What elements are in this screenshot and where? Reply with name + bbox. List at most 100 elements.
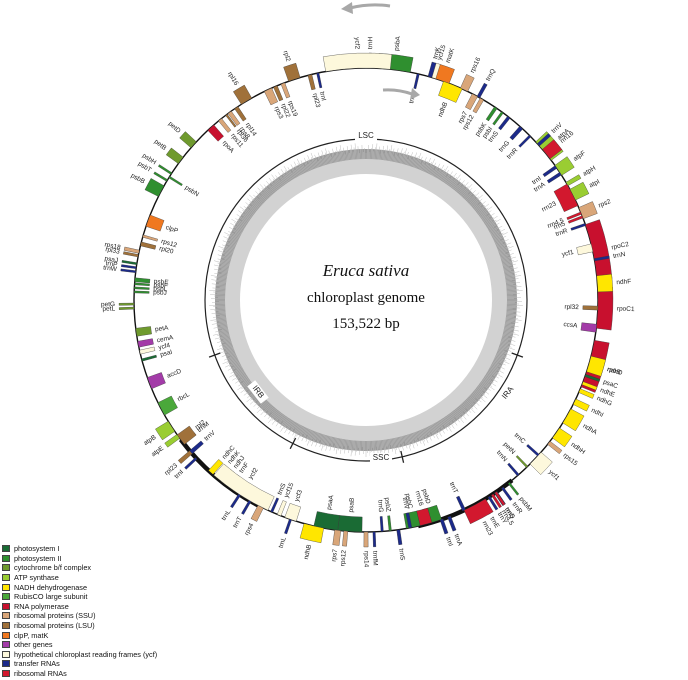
gene-label: rrn16 [414,490,425,507]
gene-psbK-block [485,106,498,122]
gene-label: petG [101,301,115,308]
legend-label: hypothetical chloroplast reading frames … [14,649,158,659]
legend-swatch [2,650,10,658]
legend-swatch [2,564,10,572]
gene-label: clpP [165,224,179,235]
legend-label: photosystem II [14,553,62,563]
gene-trnL-block [284,518,292,535]
gene-label: rpoC2 [611,241,630,252]
gene-label: petD [167,120,182,135]
gene-trnQ-block [476,82,488,99]
gene-label: rps18 [104,241,122,251]
gene-label: trnI [444,536,454,547]
legend-swatch [2,660,10,668]
gene-label: psbD [420,488,431,505]
gene-psbH-block [158,164,173,175]
gene-label: trnQ [485,68,497,82]
gene-rps7-block [332,529,341,546]
gene-label: ycf1 [561,249,575,259]
transcription-arrows [341,2,420,100]
gene-psbZ-block [387,515,392,532]
region-boundary-tick [208,352,221,358]
gene-trnV-block [537,133,551,147]
gene-label: rpoC1 [617,305,635,313]
gene-rps3-block [264,87,278,106]
gene-rrn5-block [494,491,506,506]
gene-label: psbZ [383,497,391,512]
gene-label: psaA [326,494,336,510]
gene-trnL-block [413,73,420,90]
gene-label: cemA [156,334,174,344]
gene-ycf1-block [529,451,553,475]
gene-label: trnfM [371,551,379,566]
gene-label: ycf2 [353,37,360,50]
gene-label: trnV [401,497,410,511]
gene-ndhA-block [562,408,585,432]
legend-swatch [2,622,10,630]
gene-ycf1-block [576,243,594,256]
gene-ycf2-block [322,52,393,72]
gene-trnfM-block [372,531,377,548]
gene-label: rbcL [176,391,191,403]
gene-rps18-block [123,246,140,254]
gene-label: rpoB [606,366,621,377]
gene-rpl16-block [233,84,252,105]
gene-label: trnS [397,548,406,561]
gene-psaA-block [313,511,340,531]
gene-petB-block [165,147,184,164]
gene-label: rps15 [562,452,579,468]
gene-label: rrn5 [553,220,567,231]
gene-label: ndhF [616,278,631,286]
region-boundary-tick [511,352,524,358]
legend-label: cytochrome b/f complex [14,563,92,573]
legend-swatch [2,574,10,582]
legend-item: photosystem II [2,554,202,564]
gene-label: psbJ [153,289,167,296]
gene-rps2-block [578,201,598,219]
gene-label: psbC [403,493,413,510]
gene-petA-block [135,326,152,337]
gene-ycf2-block [213,463,275,511]
gene-label: atpE [150,444,165,458]
gene-petD-block [179,131,197,149]
gene-trnI-block [316,72,323,89]
gene-label: trnR [555,227,569,238]
legend-swatch [2,670,10,678]
gene-rps12-block [472,97,484,114]
legend-label: NADH dehydrogenase [14,582,88,592]
region-label-bg [497,381,519,405]
gene-cemA-block [137,338,154,348]
gc-inner-hole [240,174,492,426]
gene-label: ycf1 [547,469,561,483]
legend-label: RubisCO large subunit [14,592,88,602]
arrow-counterclockwise-head-icon [341,2,353,14]
gene-trnS-block [396,529,403,546]
gene-psaI-block [141,354,157,362]
legend-item: photosystem I [2,544,202,554]
gene-label: petL [102,305,115,312]
gene-label: psbE [153,278,169,286]
gene-ndhH-block [552,427,573,448]
gene-label: trnA [452,533,463,547]
gene-label: atpI [588,178,601,189]
gene-rrn23-block [463,498,494,525]
gene-psbN-block [168,175,183,187]
gene-trnI-block [542,165,558,178]
gene-rpl2-block [176,425,197,445]
legend-swatch [2,631,10,639]
gene-rbcL-block [157,395,178,416]
gene-trnR-block [518,134,532,148]
gene-rpl32-block [582,305,599,311]
legend-item: hypothetical chloroplast reading frames … [2,650,202,660]
gene-label: petB [153,138,168,152]
gene-label: rps2 [597,198,612,209]
gene-trnV-block [189,440,204,454]
legend-item: NADH dehydrogenase [2,582,202,592]
gene-psaJ-block [121,260,138,265]
gene-label: trnI [173,469,185,481]
gene-trnI-block [439,518,449,535]
gene-label: ndhB [303,544,313,560]
gene-psbJ-block [133,290,150,294]
